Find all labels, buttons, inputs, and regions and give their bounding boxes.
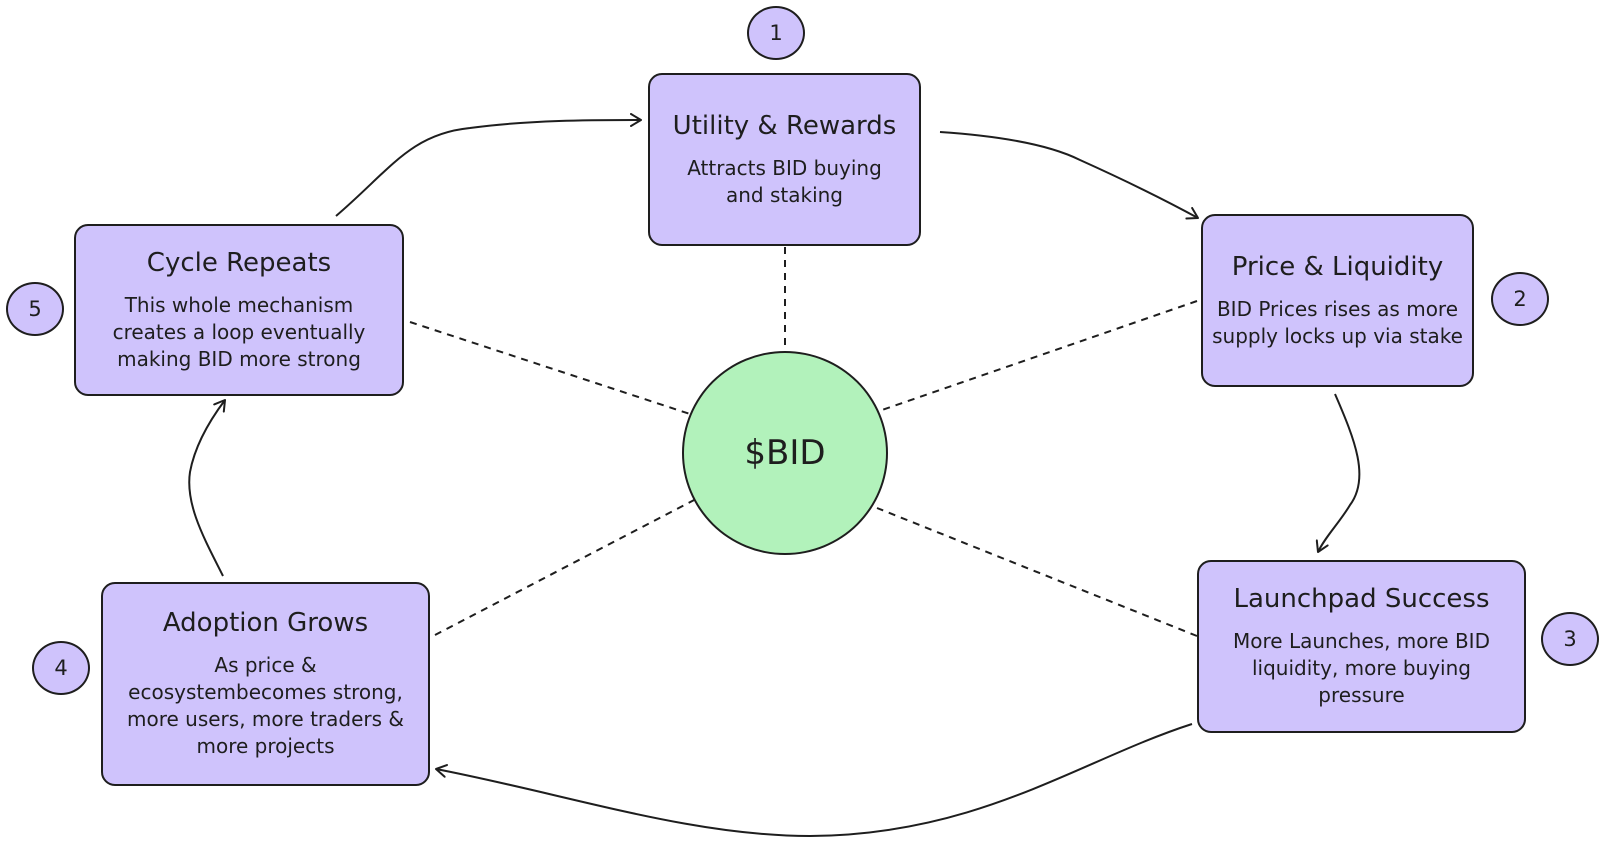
node-description: BID Prices rises as more supply locks up… bbox=[1212, 296, 1463, 348]
arrow-utility-to-price bbox=[939, 131, 1199, 220]
node-adoption-grows[interactable]: Adoption Grows As price & ecosystembecom… bbox=[101, 582, 430, 786]
node-title: Price & Liquidity bbox=[1231, 251, 1444, 282]
node-price-liquidity[interactable]: Price & Liquidity BID Prices rises as mo… bbox=[1201, 214, 1474, 387]
step-badge-1: 1 bbox=[747, 6, 805, 60]
node-title: Launchpad Success bbox=[1233, 584, 1490, 614]
spoke-launchpad bbox=[876, 507, 1198, 637]
hub-bid-token[interactable]: $BID bbox=[682, 351, 888, 555]
arrow-adoption-to-cycle bbox=[188, 399, 226, 577]
spoke-adoption bbox=[434, 498, 697, 636]
node-description: This whole mechanism creates a loop even… bbox=[112, 292, 366, 371]
node-description: More Launches, more BID liquidity, more … bbox=[1233, 629, 1490, 707]
node-title: Utility & Rewards bbox=[672, 110, 897, 141]
arrow-cycle-to-utility bbox=[335, 113, 642, 217]
arrow-price-to-launchpad bbox=[1315, 393, 1361, 553]
spoke-cycle bbox=[409, 321, 691, 415]
step-badge-4: 4 bbox=[32, 641, 90, 695]
step-badge-3: 3 bbox=[1541, 612, 1599, 666]
node-title: Adoption Grows bbox=[162, 608, 369, 638]
node-description: As price & ecosystembecomes strong, more… bbox=[126, 653, 404, 758]
spoke-price bbox=[881, 300, 1198, 411]
arrow-launchpad-to-adoption bbox=[435, 723, 1193, 838]
node-launchpad-success[interactable]: Launchpad Success More Launches, more BI… bbox=[1197, 560, 1526, 733]
step-badge-5: 5 bbox=[6, 282, 64, 336]
node-title: Cycle Repeats bbox=[146, 247, 332, 278]
step-badge-2: 2 bbox=[1491, 272, 1549, 326]
node-cycle-repeats[interactable]: Cycle Repeats This whole mechanism creat… bbox=[74, 224, 404, 396]
node-utility-rewards[interactable]: Utility & Rewards Attracts BID buying an… bbox=[648, 73, 921, 246]
node-description: Attracts BID buying and staking bbox=[687, 155, 882, 207]
